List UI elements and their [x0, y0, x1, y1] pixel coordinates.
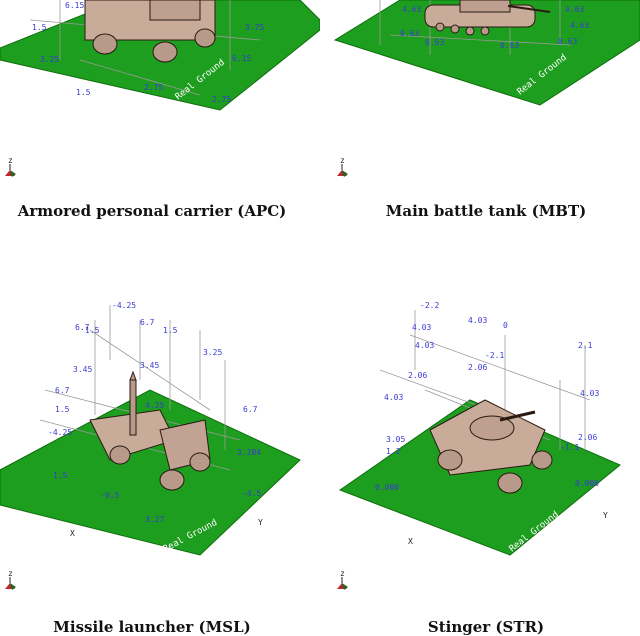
tick-label: 4.03 — [412, 323, 431, 332]
tick-label: -2.1 — [485, 351, 504, 360]
tick-label: 3.27 — [145, 515, 164, 524]
tick-label: 3.45 — [140, 361, 159, 370]
tick-label: -1.1 — [560, 443, 579, 452]
tick-label: 3.204 — [237, 448, 261, 457]
msl-vehicle — [89, 370, 211, 491]
x-axis-letter: X — [70, 529, 75, 538]
tick-label: 3.25 — [40, 55, 59, 64]
tick-label: 6.15 — [65, 1, 84, 10]
tick-label: 6.7 — [140, 318, 155, 327]
tick-label: 2.06 — [408, 371, 427, 380]
svg-text:z: z — [340, 569, 345, 578]
panel-apc: 6.15 1.5 3.25 3.75 6.15 1.5 2.75 2.75 Re… — [0, 0, 320, 230]
tick-label: -4.25 — [48, 428, 72, 437]
tick-label: 6.15 — [232, 54, 251, 63]
tick-label: -0.5 — [100, 491, 119, 500]
panel-caption: Missile launcher (MSL) — [53, 618, 251, 636]
tick-label: 2.75 — [144, 83, 163, 92]
tick-label: 1.5 — [163, 326, 178, 335]
mbt-render: 4.63 4.63 0.63 0.63 0.63 0.63 4.63 Real … — [333, 0, 640, 177]
panel-str: -2.2 4.03 4.03 0 2.1 2.06 2.06 4.03 4.03… — [320, 300, 640, 636]
msl-render: -4.25 6.7 1.5 6.7 1.5 3.25 6.7 3.45 3.45… — [0, 301, 301, 590]
panel-caption: Stinger (STR) — [427, 618, 545, 636]
tick-label: 2.1 — [578, 341, 593, 350]
tick-label: 0 — [503, 321, 508, 330]
tick-label: 3.25 — [203, 348, 222, 357]
tick-label: -4.25 — [112, 301, 136, 310]
tick-label: 4.63 — [565, 5, 584, 14]
y-axis-letter: Y — [258, 518, 263, 527]
tick-label: 4.63 — [402, 5, 421, 14]
tick-label: 3.05 — [386, 435, 405, 444]
panel-mbt: 4.63 4.63 0.63 0.63 0.63 0.63 4.63 Real … — [320, 0, 640, 230]
tick-label: 1.5 — [76, 88, 91, 97]
svg-text:z: z — [340, 156, 345, 165]
tick-label: 4.03 — [415, 341, 434, 350]
axis-triad-icon: z — [5, 156, 16, 177]
tick-label: -2.2 — [420, 301, 439, 310]
axis-triad-icon: z — [337, 569, 348, 590]
axis-triad-icon: z — [5, 569, 16, 590]
tick-label: 2.75 — [212, 95, 231, 104]
str-vehicle — [429, 399, 553, 494]
ground-plane — [338, 399, 621, 556]
panel-caption: Main battle tank (MBT) — [385, 202, 587, 220]
tick-label: 0.63 — [558, 37, 577, 46]
tick-label: 4.25 — [145, 401, 164, 410]
y-axis-letter: Y — [603, 511, 608, 520]
tick-label: 6.7 — [75, 323, 90, 332]
str-render: -2.2 4.03 4.03 0 2.1 2.06 2.06 4.03 4.03… — [337, 301, 621, 590]
tick-label: 0.63 — [500, 41, 519, 50]
panel-msl: -4.25 6.7 1.5 6.7 1.5 3.25 6.7 3.45 3.45… — [0, 300, 320, 636]
tick-label: 1.5 — [85, 326, 100, 335]
tick-label: 3.45 — [73, 365, 92, 374]
tick-label: 4.63 — [570, 21, 589, 30]
tick-label: 1.5 — [55, 405, 70, 414]
tick-label: 2.06 — [578, 433, 597, 442]
tick-label: 3.75 — [245, 23, 264, 32]
mbt-vehicle — [424, 0, 551, 36]
apc-render: 6.15 1.5 3.25 3.75 6.15 1.5 2.75 2.75 Re… — [0, 0, 320, 177]
tick-label: -4.5 — [242, 489, 261, 498]
tick-label: 4.03 — [468, 316, 487, 325]
tick-label: 0.63 — [400, 29, 419, 38]
tick-label: 1.5 — [53, 471, 68, 480]
x-axis-letter: X — [408, 537, 413, 546]
tick-label: 6.7 — [243, 405, 258, 414]
tick-label: 4.03 — [580, 389, 599, 398]
tick-label: 0.000 — [375, 483, 399, 492]
svg-text:z: z — [8, 156, 13, 165]
tick-label: 0.000 — [575, 479, 599, 488]
axis-triad-icon: z — [337, 156, 348, 177]
tick-label: 2.06 — [468, 363, 487, 372]
svg-text:z: z — [8, 569, 13, 578]
tick-label: 4.03 — [384, 393, 403, 402]
ground-plane — [333, 0, 640, 106]
tick-label: 6.7 — [55, 386, 70, 395]
panel-caption: Armored personal carrier (APC) — [17, 202, 287, 220]
tick-label: 1.5 — [32, 23, 47, 32]
tick-label: 1.2 — [386, 447, 401, 456]
apc-vehicle — [84, 0, 216, 63]
tick-label: 0.63 — [425, 38, 444, 47]
